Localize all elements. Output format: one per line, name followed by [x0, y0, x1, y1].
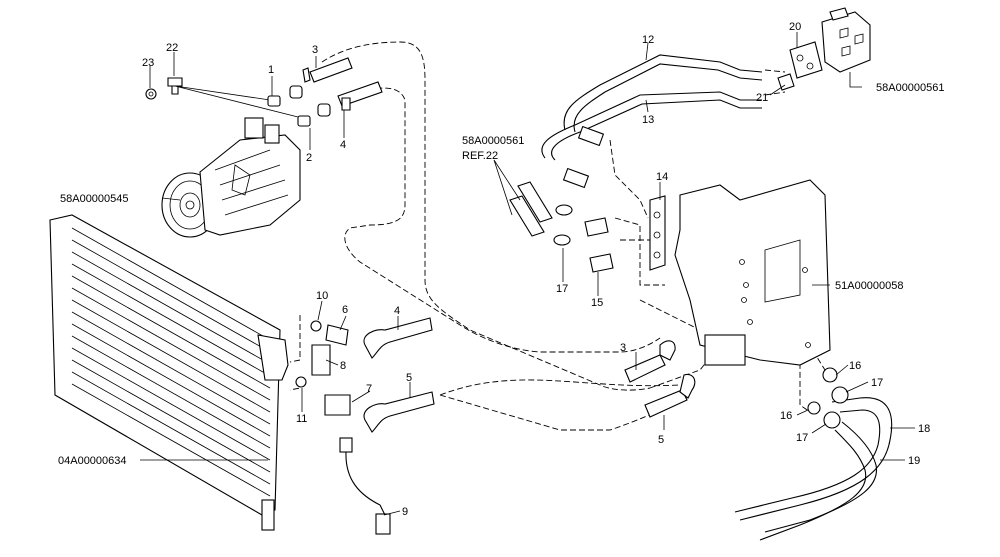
- ref-expansion-valve: 58A00000561: [876, 82, 945, 94]
- callout-21: 21: [756, 92, 768, 104]
- callout-4: 4: [340, 139, 346, 151]
- callout-10: 10: [316, 290, 328, 302]
- evaporator-housing: [674, 179, 831, 366]
- condenser-fittings: [295, 317, 435, 535]
- callout-4-lower: 4: [394, 305, 400, 317]
- callout-19: 19: [908, 455, 920, 467]
- callout-14: 14: [656, 171, 668, 183]
- middle-fittings: [509, 181, 666, 273]
- callout-2: 2: [306, 152, 312, 164]
- compressor: [161, 117, 301, 238]
- ref-evaporator: 51A00000058: [835, 280, 904, 292]
- callout-5: 5: [406, 372, 412, 384]
- callout-18: 18: [918, 423, 930, 435]
- reference-labels: 58A00000545 58A00000561 58A0000561 REF.2…: [58, 82, 945, 467]
- callout-9: 9: [402, 506, 408, 518]
- callout-17-lower: 17: [796, 432, 808, 444]
- callout-3-right: 3: [620, 342, 626, 354]
- callout-11: 11: [296, 413, 307, 425]
- right-hoses: [624, 340, 696, 418]
- ref-condenser: 04A00000634: [58, 455, 127, 467]
- callout-labels: 1 2 3 4 22 23 12 13 20 21 14 17 15 10 6 …: [142, 21, 930, 518]
- callout-6: 6: [342, 304, 348, 316]
- callout-5-right: 5: [658, 434, 664, 446]
- callout-17: 17: [556, 283, 568, 295]
- callout-16-upper: 16: [849, 360, 861, 372]
- hoses-18-19: [734, 367, 893, 541]
- callout-23: 23: [142, 57, 154, 69]
- callout-1: 1: [268, 64, 274, 76]
- callout-15: 15: [591, 297, 603, 309]
- ref-note: REF.22: [462, 150, 498, 162]
- leader-lines: [140, 32, 915, 516]
- callout-12: 12: [642, 34, 654, 46]
- ref-part-number: 58A0000561: [462, 135, 524, 147]
- callout-16-lower: 16: [780, 410, 792, 422]
- callout-22: 22: [166, 42, 178, 54]
- callout-7: 7: [366, 383, 372, 395]
- top-fittings: [145, 57, 383, 127]
- pipes-12-13: [541, 54, 763, 189]
- callout-20: 20: [789, 21, 801, 33]
- expansion-valve: [777, 7, 871, 91]
- callout-8: 8: [340, 360, 346, 372]
- callout-3: 3: [312, 44, 318, 56]
- condenser: [49, 214, 289, 531]
- ref-compressor: 58A00000545: [60, 193, 129, 205]
- callout-13: 13: [642, 114, 654, 126]
- callout-17-upper: 17: [871, 377, 883, 389]
